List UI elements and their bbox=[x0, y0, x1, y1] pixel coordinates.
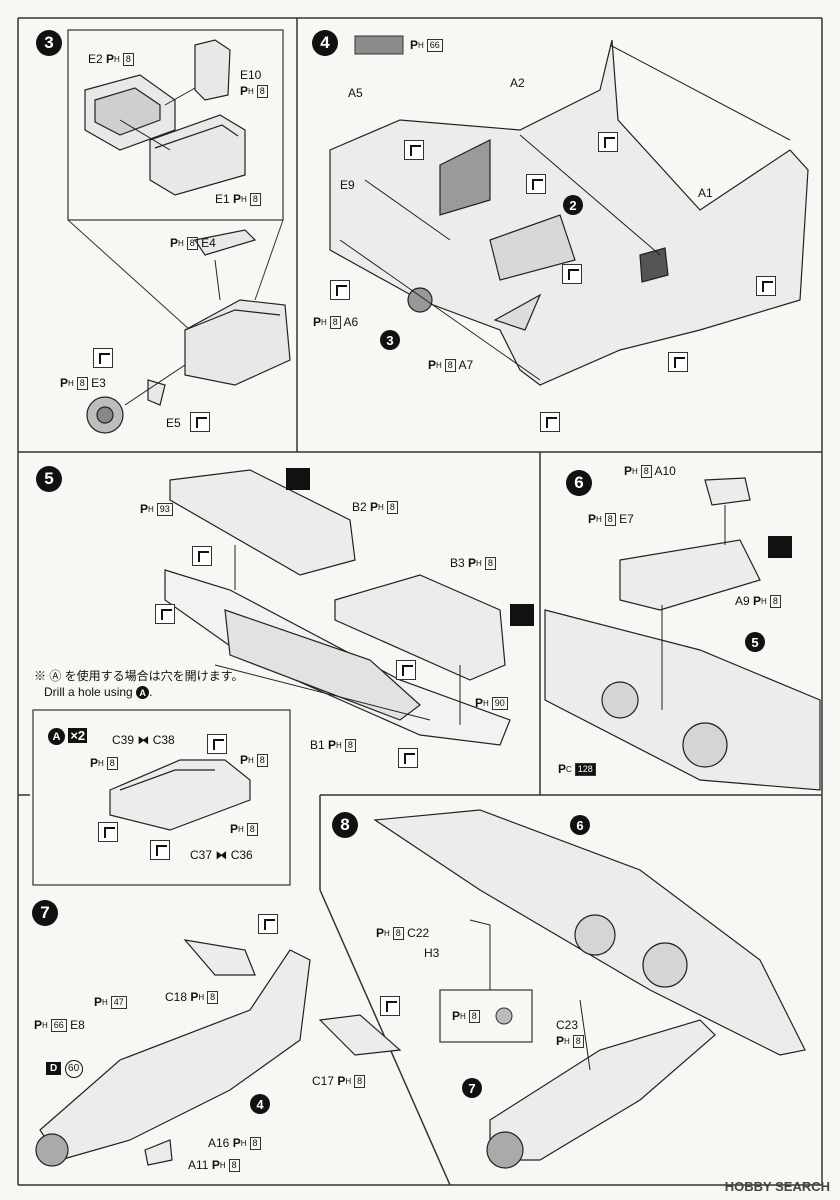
step5-option-box bbox=[32, 709, 291, 886]
drill-note-en: Drill a hole using A. bbox=[44, 685, 153, 700]
ref-step-7: 7 bbox=[462, 1078, 482, 1098]
step3-detail-box bbox=[67, 29, 284, 221]
paint-marker-icon bbox=[540, 412, 560, 432]
paint-marker-icon bbox=[330, 280, 350, 300]
label-h3: H3 bbox=[424, 946, 440, 960]
paint-marker-icon bbox=[756, 276, 776, 296]
paint-marker-icon bbox=[526, 174, 546, 194]
label-e10: E10 bbox=[240, 68, 262, 82]
drill-note-jp: ※ Ⓐ を使用する場合は穴を開けます。 bbox=[34, 669, 244, 683]
paint-marker-icon bbox=[562, 264, 582, 284]
step3-engine-parts bbox=[84, 39, 291, 434]
label-e9: E9 bbox=[340, 178, 355, 192]
label-c37-c36: C37 ⧓ C36 bbox=[190, 848, 253, 862]
step5-wing-parts bbox=[164, 469, 511, 746]
step-8-number: 8 bbox=[332, 812, 358, 838]
paint-marker-icon bbox=[98, 822, 118, 842]
paint-marker-icon bbox=[398, 748, 418, 768]
paint-marker-icon bbox=[598, 132, 618, 152]
option-a-label: A ×2 bbox=[48, 728, 88, 746]
ref-step-6: 6 bbox=[570, 815, 590, 835]
label-a5: A5 bbox=[348, 86, 363, 100]
label-c39-c38: C39 ⧓ C38 bbox=[112, 733, 175, 747]
watermark: HOBBY SEARCH bbox=[724, 1179, 830, 1194]
paint-marker-icon bbox=[396, 660, 416, 680]
paint-marker-icon bbox=[380, 996, 400, 1016]
paint-marker-icon bbox=[207, 734, 227, 754]
label-e5: E5 bbox=[166, 416, 181, 430]
paint-marker-icon bbox=[192, 546, 212, 566]
step-6-number: 6 bbox=[566, 470, 592, 496]
paint-marker-icon bbox=[93, 348, 113, 368]
metallic-paint-icon bbox=[768, 536, 792, 558]
label-a1: A1 bbox=[698, 186, 713, 200]
paint-marker-icon bbox=[258, 914, 278, 934]
paint-marker-icon bbox=[155, 604, 175, 624]
ref-step-4: 4 bbox=[250, 1094, 270, 1114]
cut-tool-icon bbox=[190, 412, 210, 432]
step-7-number: 7 bbox=[32, 900, 58, 926]
metallic-paint-icon bbox=[286, 468, 310, 490]
ref-step-5: 5 bbox=[745, 632, 765, 652]
metallic-paint-icon bbox=[510, 604, 534, 626]
step8-airplane bbox=[373, 809, 806, 1169]
paint-marker-icon bbox=[404, 140, 424, 160]
step-3-number: 3 bbox=[36, 30, 62, 56]
step7-fuselage bbox=[35, 939, 402, 1167]
step8-detail-box bbox=[439, 989, 533, 1043]
label-a2: A2 bbox=[510, 76, 525, 90]
paint-marker-icon bbox=[668, 352, 688, 372]
paint-marker-icon bbox=[150, 840, 170, 860]
decal-60: D 60 bbox=[46, 1060, 83, 1078]
ref-step-3: 3 bbox=[380, 330, 400, 350]
label-c23: C23 bbox=[556, 1018, 579, 1032]
step-5-number: 5 bbox=[36, 466, 62, 492]
step-4-number: 4 bbox=[312, 30, 338, 56]
ref-step-2: 2 bbox=[563, 195, 583, 215]
step6-wing-assembly bbox=[544, 477, 821, 791]
drill-note: ※ Ⓐ を使用する場合は穴を開けます。 Drill a hole using A… bbox=[34, 668, 243, 700]
